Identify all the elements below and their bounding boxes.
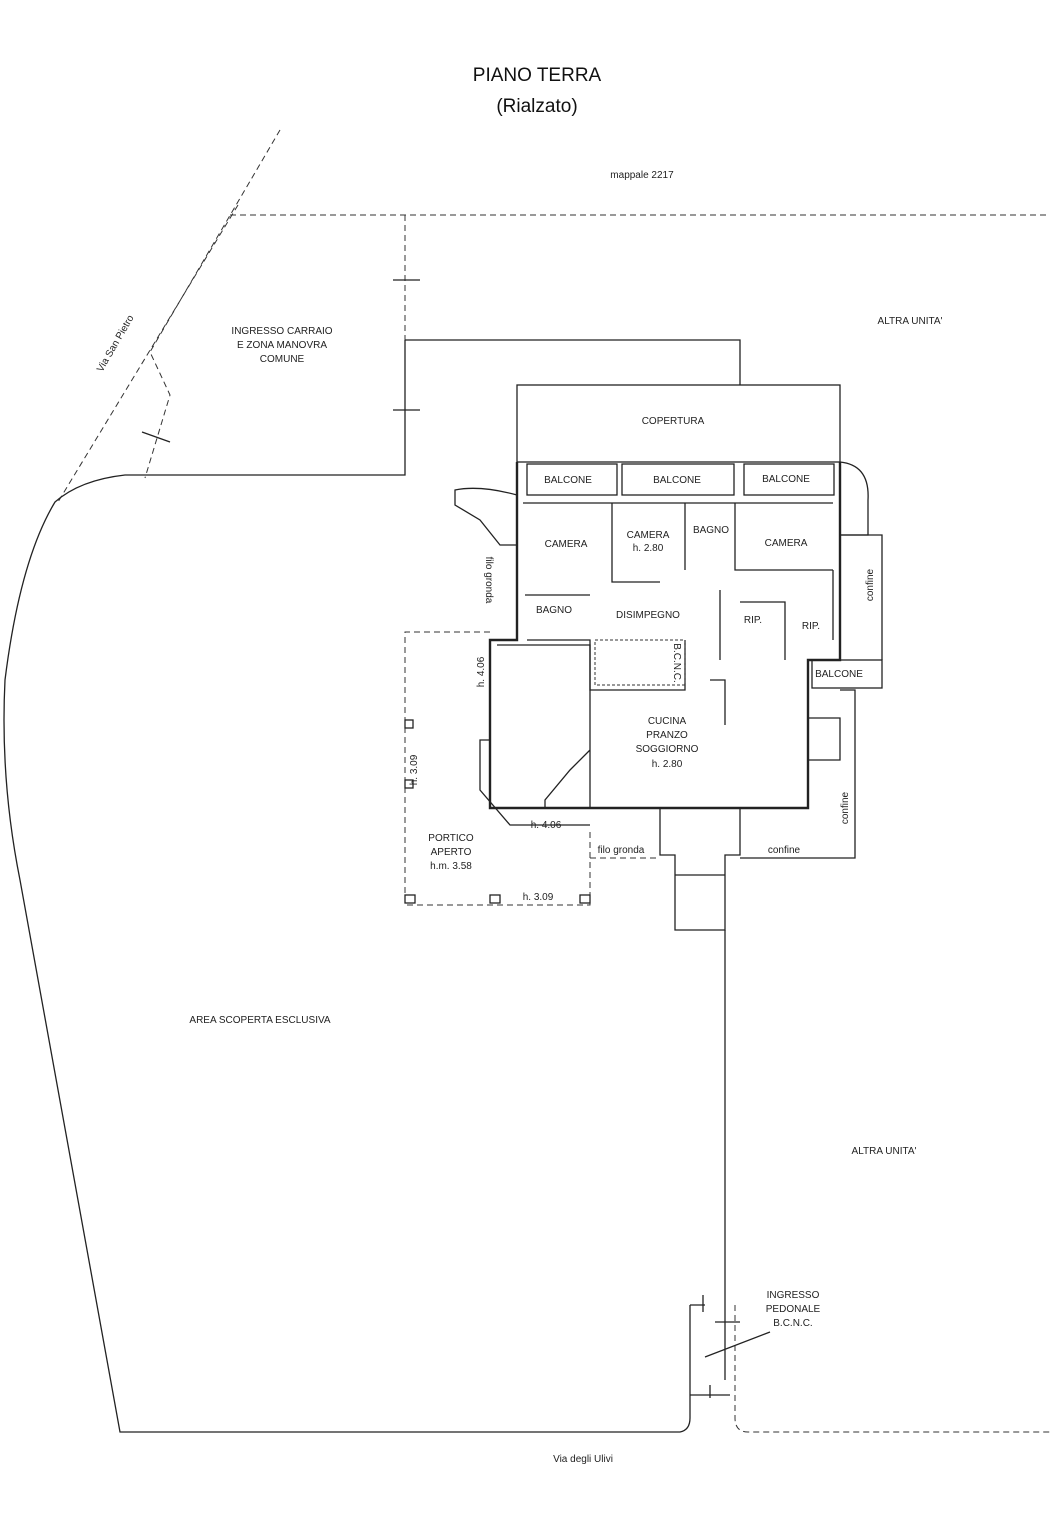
- building-walls: [454, 384, 883, 931]
- room-balcone-3: BALCONE: [762, 474, 810, 485]
- room-camera-3: CAMERA: [765, 538, 808, 549]
- ingresso-carraio-line2: E ZONA MANOVRA: [237, 340, 327, 351]
- room-camera-2-height: h. 2.80: [633, 543, 664, 554]
- porch-dashed: [404, 631, 660, 906]
- room-cucina-1: CUCINA: [648, 716, 687, 727]
- room-copertura: COPERTURA: [642, 416, 705, 427]
- plan-subtitle: (Rialzato): [496, 96, 577, 117]
- room-balcone-1: BALCONE: [544, 475, 592, 486]
- confine-3: confine: [768, 845, 801, 856]
- area-scoperta-esclusiva: AREA SCOPERTA ESCLUSIVA: [189, 1015, 330, 1026]
- room-balcone-2: BALCONE: [653, 475, 701, 486]
- room-camera-2: CAMERA: [627, 530, 670, 541]
- room-cucina-height: h. 2.80: [652, 759, 683, 770]
- altra-unita-top: ALTRA UNITA': [878, 316, 943, 327]
- room-bagno-1: BAGNO: [693, 525, 729, 536]
- mappale-label: mappale 2217: [610, 170, 674, 181]
- filo-gronda-horizontal: filo gronda: [598, 845, 645, 856]
- property-boundaries: [3, 129, 1050, 1433]
- height-309-horizontal: h. 3.09: [523, 892, 554, 903]
- stairs-bcnc: B.C.N.C.: [671, 643, 682, 682]
- room-cucina-3: SOGGIORNO: [636, 744, 699, 755]
- portico-line2: APERTO: [431, 847, 472, 858]
- altra-unita-bottom: ALTRA UNITA': [852, 1146, 917, 1157]
- room-cucina-2: PRANZO: [646, 730, 688, 741]
- portico-line1: PORTICO: [428, 833, 474, 844]
- street-via-degli-ulivi: Via degli Ulivi: [553, 1454, 613, 1465]
- ingresso-pedonale-line3: B.C.N.C.: [773, 1318, 812, 1329]
- ingresso-pedonale-line1: INGRESSO: [767, 1290, 820, 1301]
- height-406-vertical: h. 4.06: [476, 656, 487, 687]
- ingresso-carraio-line1: INGRESSO CARRAIO: [231, 326, 332, 337]
- room-disimpegno: DISIMPEGNO: [616, 610, 680, 621]
- height-309-vertical: h. 3.09: [409, 754, 420, 785]
- ingresso-carraio-line3: COMUNE: [260, 354, 305, 365]
- plan-title: PIANO TERRA: [473, 65, 602, 86]
- filo-gronda-vertical: filo gronda: [483, 557, 494, 604]
- room-rip-1: RIP.: [744, 615, 762, 626]
- portico-height: h.m. 3.58: [430, 861, 472, 872]
- confine-1: confine: [865, 568, 876, 601]
- ingresso-pedonale-line2: PEDONALE: [766, 1304, 821, 1315]
- room-rip-2: RIP.: [802, 621, 820, 632]
- room-camera-1: CAMERA: [545, 539, 588, 550]
- height-406-horizontal: h. 4.06: [531, 820, 562, 831]
- room-balcone-4: BALCONE: [815, 669, 863, 680]
- room-bagno-2: BAGNO: [536, 605, 572, 616]
- confine-2: confine: [840, 791, 851, 824]
- street-via-san-pietro: Via San Pietro: [95, 313, 137, 374]
